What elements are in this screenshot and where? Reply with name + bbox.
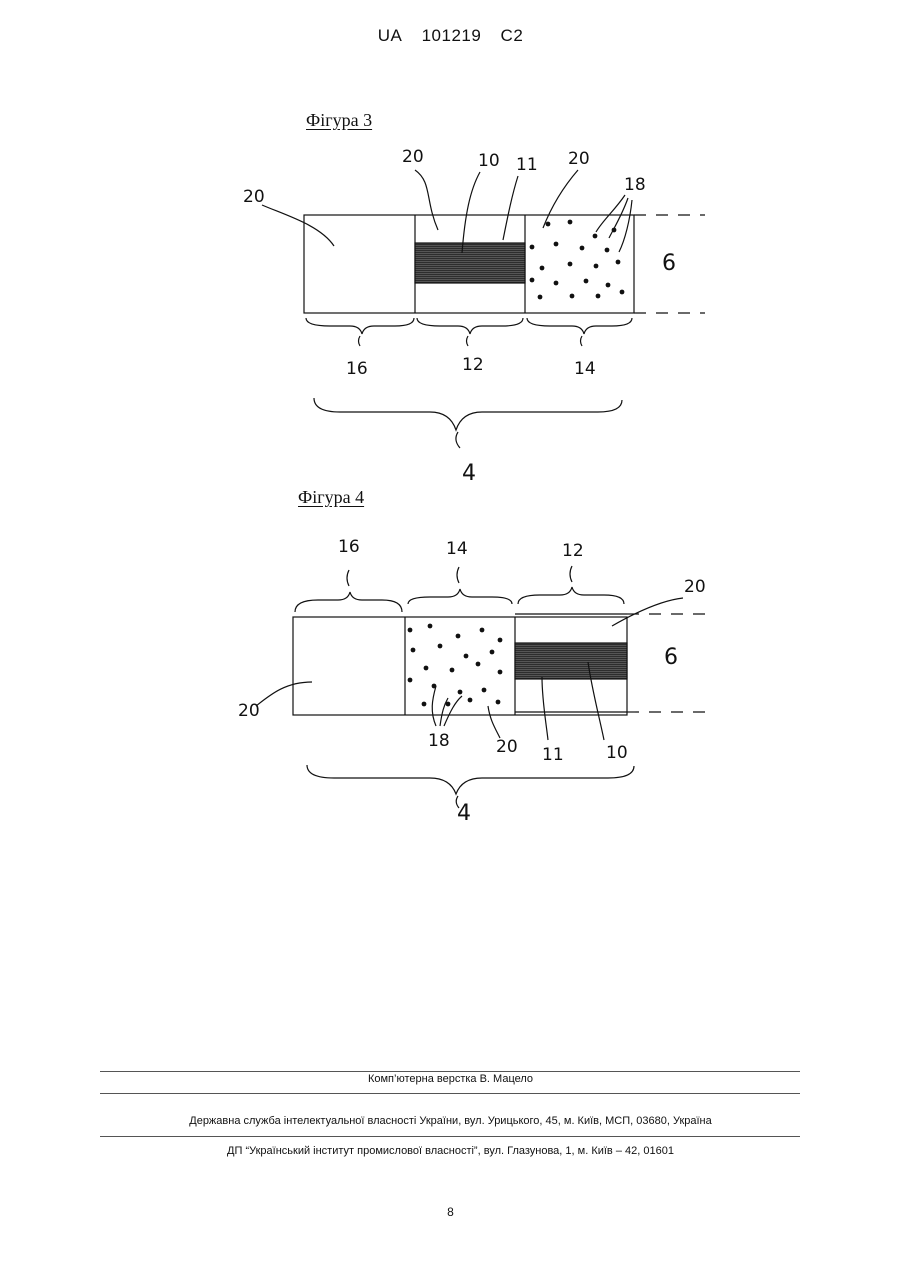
fig4-label-16: 16 bbox=[338, 537, 360, 557]
fig4-label-4: 4 bbox=[457, 801, 471, 826]
fig4-label-14: 14 bbox=[446, 539, 468, 559]
figure-4-drawing bbox=[256, 566, 707, 808]
fig3-leader-20a bbox=[262, 205, 334, 246]
fig4-brace-12 bbox=[518, 587, 624, 604]
fig4-brace-14 bbox=[408, 589, 512, 604]
fig3-brace-squiggle-4 bbox=[456, 432, 460, 448]
footer-divider-1 bbox=[100, 1071, 800, 1072]
fig4-leader-11 bbox=[542, 677, 548, 740]
fig3-brace-12 bbox=[417, 318, 523, 334]
fig3-brace-squiggle-16 bbox=[359, 336, 361, 346]
footer-divider-2 bbox=[100, 1093, 800, 1094]
footer-layout-credit: Комп’ютерна верстка В. Мацело bbox=[0, 1073, 901, 1085]
figure-3-drawing bbox=[262, 170, 705, 448]
fig3-leader-11 bbox=[503, 176, 518, 240]
fig3-dots bbox=[530, 220, 625, 300]
fig3-label-12: 12 bbox=[462, 355, 484, 375]
fig3-leader-10 bbox=[462, 172, 480, 253]
fig3-brace-4 bbox=[314, 398, 622, 430]
fig4-label-20a: 20 bbox=[238, 701, 260, 721]
fig3-leader-18c bbox=[619, 200, 632, 252]
fig3-label-18: 18 bbox=[624, 175, 646, 195]
fig3-labels: 20 20 10 11 20 18 6 16 12 14 4 bbox=[243, 147, 676, 486]
fig3-brace-14 bbox=[527, 318, 632, 334]
fig4-brace-squiggle-16 bbox=[347, 570, 349, 586]
footer-divider-3 bbox=[100, 1136, 800, 1137]
fig4-leader-20a bbox=[256, 682, 312, 706]
fig3-leader-20b bbox=[415, 170, 438, 230]
fig4-brace-squiggle-14 bbox=[457, 567, 459, 583]
fig4-leader-20c bbox=[488, 706, 500, 738]
fig3-leader-18a bbox=[596, 195, 625, 232]
fig4-hatched-band bbox=[515, 643, 627, 679]
fig3-label-6: 6 bbox=[662, 251, 676, 276]
footer-institute: ДП “Український інститут промислової вла… bbox=[0, 1145, 901, 1157]
fig4-label-20c: 20 bbox=[496, 737, 518, 757]
fig4-label-12: 12 bbox=[562, 541, 584, 561]
fig3-label-14: 14 bbox=[574, 359, 596, 379]
fig4-leader-20b bbox=[612, 598, 683, 626]
fig3-leader-20c bbox=[543, 170, 578, 228]
fig4-brace-squiggle-12 bbox=[570, 566, 572, 582]
fig3-label-11: 11 bbox=[516, 155, 538, 175]
fig4-label-6: 6 bbox=[664, 645, 678, 670]
fig3-brace-16 bbox=[306, 318, 414, 334]
fig3-brace-squiggle-14 bbox=[581, 336, 583, 346]
fig3-label-16: 16 bbox=[346, 359, 368, 379]
fig4-label-11: 11 bbox=[542, 745, 564, 765]
fig4-label-10: 10 bbox=[606, 743, 628, 763]
fig3-label-4: 4 bbox=[462, 461, 476, 486]
fig4-label-18: 18 bbox=[428, 731, 450, 751]
fig3-label-20a: 20 bbox=[243, 187, 265, 207]
fig3-label-20b: 20 bbox=[402, 147, 424, 167]
fig4-label-20b: 20 bbox=[684, 577, 706, 597]
page-number: 8 bbox=[0, 1205, 901, 1219]
fig3-hatched-band bbox=[415, 243, 525, 283]
fig3-label-20c: 20 bbox=[568, 149, 590, 169]
fig4-brace-16 bbox=[295, 592, 402, 612]
footer-agency: Державна служба інтелектуальної власност… bbox=[0, 1115, 901, 1127]
fig3-label-10: 10 bbox=[478, 151, 500, 171]
fig3-brace-squiggle-12 bbox=[467, 336, 469, 346]
fig4-dots bbox=[408, 624, 503, 707]
fig4-brace-4 bbox=[307, 765, 634, 794]
